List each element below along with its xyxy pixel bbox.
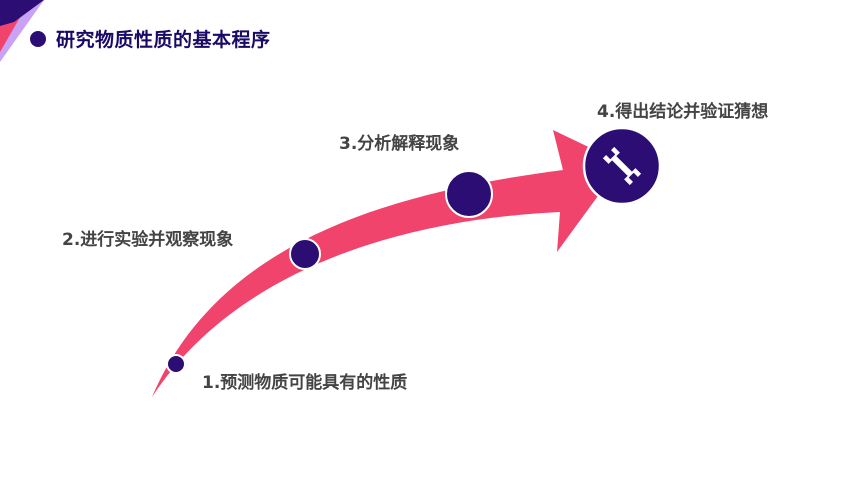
step-node-1 [166,354,186,374]
corner-decoration [0,0,44,62]
page-title: 研究物质性质的基本程序 [56,29,271,51]
step-label-3: 3.分析解释现象 [339,134,460,154]
progress-arrow [152,130,622,397]
step-node-2 [289,238,321,270]
step-label-4: 4.得出结论并验证猜想 [597,102,769,122]
wrench-icon [602,146,642,186]
corner-accent-navy [0,0,44,26]
title-bullet [30,31,46,47]
step-label-1: 1.预测物质可能具有的性质 [202,373,408,393]
step-node-3 [445,170,493,218]
step-label-2: 2.进行实验并观察现象 [62,230,234,250]
